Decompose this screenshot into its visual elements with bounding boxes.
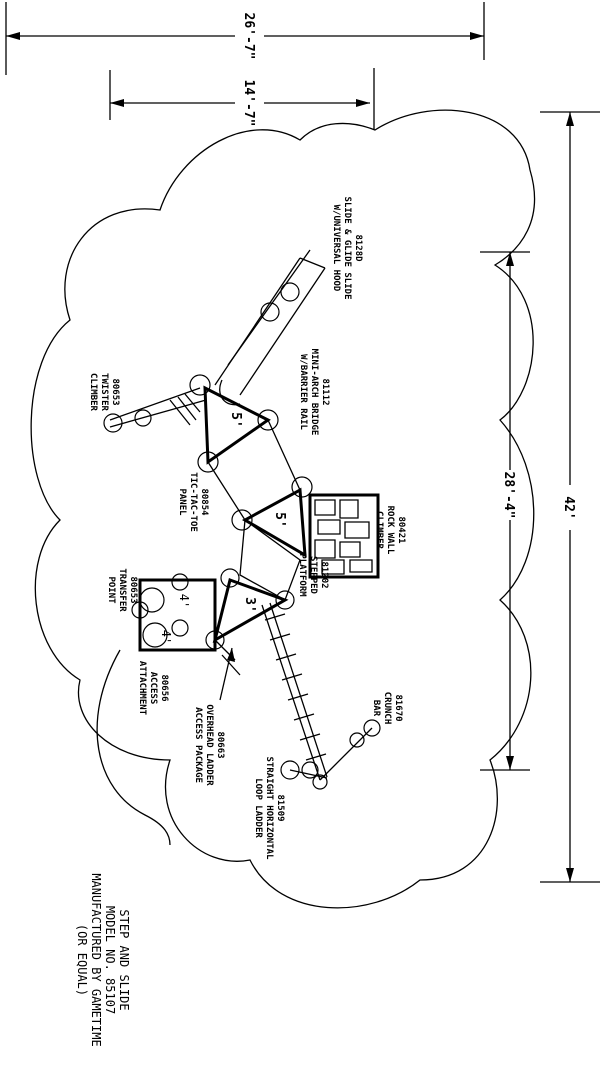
svg-text:MANUFACTURED BY GAMETIME: MANUFACTURED BY GAMETIME [89, 873, 103, 1046]
svg-text:ATTACHMENT: ATTACHMENT [137, 661, 147, 716]
transfer-point [131, 573, 217, 652]
svg-text:28'-4": 28'-4" [501, 472, 516, 519]
svg-text:80653: 80653 [110, 378, 120, 405]
svg-text:CRUNCH: CRUNCH [382, 692, 392, 725]
svg-text:TIC-TAC-TOE: TIC-TAC-TOE [188, 472, 198, 532]
svg-text:POINT: POINT [106, 576, 116, 604]
svg-text:W/UNIVERSAL HOOD: W/UNIVERSAL HOOD [331, 205, 341, 292]
svg-text:ACCESS: ACCESS [148, 672, 158, 705]
label-twister: 80653 TWISTER CLIMBER [88, 373, 120, 412]
svg-text:(OR EQUAL): (OR EQUAL) [75, 924, 89, 996]
dim-label-14-7: 14'-7" [241, 80, 256, 127]
svg-text:26'-7": 26'-7" [241, 13, 256, 60]
label-transfer: 80653 TRANSFER POINT [106, 568, 138, 612]
svg-text:42': 42' [561, 496, 576, 519]
label-overhead: 80663 OVERHEAD LADDER ACCESS PACKAGE [193, 704, 225, 786]
svg-text:STEP AND SLIDE: STEP AND SLIDE [117, 909, 131, 1010]
dim-label-26-7: 26'-7" [241, 13, 256, 60]
svg-text:80421: 80421 [396, 516, 406, 543]
svg-text:PLATFORM: PLATFORM [297, 553, 307, 597]
label-access: 80656 ACCESS ATTACHMENT [137, 661, 169, 716]
svg-text:STRAIGHT HORIZONTAL: STRAIGHT HORIZONTAL [264, 757, 274, 861]
svg-text:81509: 81509 [275, 794, 285, 821]
rock-wall-climber [308, 493, 380, 579]
deck-height-1: 5' [228, 412, 243, 428]
svg-text:MODEL NO. 85107: MODEL NO. 85107 [103, 906, 117, 1014]
svg-text:81202: 81202 [319, 561, 329, 588]
svg-text:TRANSFER: TRANSFER [117, 568, 127, 612]
svg-text:LOOP LADDER: LOOP LADDER [253, 778, 263, 838]
deck-height-5: 4' [159, 630, 173, 644]
label-tictactoe: 80854 TIC-TAC-TOE PANEL [177, 472, 209, 532]
dim-label-28-4: 28'-4" [501, 472, 516, 519]
mini-arch-bridge [207, 419, 301, 521]
svg-text:STEPPED: STEPPED [308, 556, 318, 595]
svg-text:BAR: BAR [371, 700, 381, 717]
svg-text:80656: 80656 [159, 674, 169, 701]
svg-text:CLIMBER: CLIMBER [88, 373, 98, 412]
twister-climber [103, 387, 207, 433]
deck-height-4: 4' [177, 594, 191, 608]
svg-text:81670: 81670 [393, 694, 403, 721]
deck-middle [241, 487, 307, 558]
use-zone-boundary [30, 109, 536, 909]
svg-text:TWISTER: TWISTER [99, 373, 109, 412]
svg-text:81112: 81112 [320, 378, 330, 405]
dimension-lines [5, 2, 600, 883]
label-loopladder: 81509 STRAIGHT HORIZONTAL LOOP LADDER [253, 757, 285, 861]
deck-lower [212, 578, 289, 644]
label-slide: 8128D SLIDE & GLIDE SLIDE W/UNIVERSAL HO… [331, 197, 363, 300]
horizontal-loop-ladder [261, 602, 381, 790]
label-crunch: 81670 CRUNCH BAR [371, 692, 403, 725]
svg-text:CLIMBER: CLIMBER [374, 511, 384, 550]
svg-text:80854: 80854 [199, 488, 209, 516]
svg-text:MINI-ARCH BRIDGE: MINI-ARCH BRIDGE [309, 349, 319, 436]
svg-text:8128D: 8128D [353, 234, 363, 262]
label-stepped: 81202 STEPPED PLATFORM [297, 553, 329, 597]
svg-text:80653: 80653 [128, 576, 138, 603]
svg-text:PANEL: PANEL [177, 488, 187, 516]
svg-text:ROCK WALL: ROCK WALL [385, 506, 395, 555]
label-rockwall: 80421 ROCK WALL CLIMBER [374, 506, 406, 555]
model-note: STEP AND SLIDE MODEL NO. 85107 MANUFACTU… [75, 873, 131, 1046]
svg-text:80663: 80663 [215, 731, 225, 758]
deck-height-3: 3' [242, 597, 257, 613]
deck-height-2: 5' [272, 512, 287, 528]
svg-text:OVERHEAD LADDER: OVERHEAD LADDER [204, 704, 214, 786]
dim-label-42: 42' [561, 496, 576, 519]
svg-text:ACCESS PACKAGE: ACCESS PACKAGE [193, 707, 203, 783]
svg-text:SLIDE & GLIDE SLIDE: SLIDE & GLIDE SLIDE [342, 197, 352, 300]
svg-text:14'-7": 14'-7" [241, 80, 256, 127]
label-bridge: 81112 MINI-ARCH BRIDGE W/BARRIER RAIL [298, 349, 330, 436]
play-structure [103, 249, 381, 790]
model-note-leader [96, 649, 171, 846]
svg-text:W/BARRIER RAIL: W/BARRIER RAIL [298, 354, 308, 430]
